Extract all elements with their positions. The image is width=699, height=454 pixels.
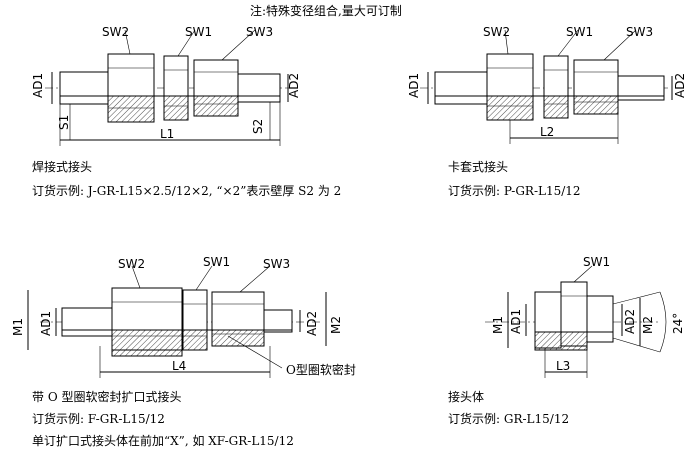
fig4-ad2-label: AD2 <box>623 309 637 334</box>
fig3-sw2-label: SW2 <box>118 257 145 271</box>
fig1-l1-label: L1 <box>160 127 174 141</box>
fig3-oring-flared-fitting-drawing: SW2 SW1 SW3 L4 O型圈软密封 M1 AD1 AD2 M2 <box>11 255 356 378</box>
fig3-ad1-label: AD1 <box>39 311 53 336</box>
fig4-angle-label: 24° <box>671 313 685 334</box>
fig1-sw3-label: SW3 <box>246 25 273 39</box>
fig1-welding-fitting-drawing: SW2 SW1 SW3 L1 AD1 AD2 S1 S2 <box>31 25 301 146</box>
fig1-sw1-label: SW1 <box>185 25 212 39</box>
fig1-ad1-label: AD1 <box>31 73 45 98</box>
fig3-title: 带 O 型圈软密封扩口式接头 <box>32 390 182 404</box>
fig2-sw1-label: SW1 <box>566 25 593 39</box>
fig3-m2-label: M2 <box>329 316 343 334</box>
fig3-m1-label: M1 <box>11 318 25 336</box>
fig4-l3-label: L3 <box>556 359 570 373</box>
fig3-l4-label: L4 <box>172 359 186 373</box>
header-note: 注:特殊变径组合,量大可订制 <box>250 4 402 18</box>
fig4-title: 接头体 <box>448 390 485 404</box>
fig3-note: 单订扩口式接头体在前加“X”, 如 XF-GR-L15/12 <box>32 434 294 448</box>
fig4-order-example: 订货示例: GR-L15/12 <box>448 412 570 426</box>
fig4-fitting-body-drawing: SW1 L3 M1 AD1 AD2 M2 24° <box>485 255 685 378</box>
fig2-title: 卡套式接头 <box>448 160 509 174</box>
fig3-oring-label: O型圈软密封 <box>286 362 356 377</box>
fig3-sw1-label: SW1 <box>203 255 230 269</box>
fig4-m1-label: M1 <box>491 316 505 334</box>
fig3-order-example: 订货示例: F-GR-L15/12 <box>32 412 165 426</box>
fig1-order-example: 订货示例: J-GR-L15×2.5/12×2, “×2”表示壁厚 S2 为 2 <box>32 184 342 198</box>
fig4-m2-label: M2 <box>641 316 655 334</box>
fig1-ad2-label: AD2 <box>287 73 301 98</box>
fig2-ad1-label: AD1 <box>407 73 421 98</box>
fig2-sw2-label: SW2 <box>483 25 510 39</box>
fig4-sw1-label: SW1 <box>583 255 610 269</box>
fig2-ferrule-fitting-drawing: SW2 SW1 SW3 L2 AD1 AD2 <box>407 25 687 144</box>
fig3-ad2-label: AD2 <box>305 311 319 336</box>
fig1-s1-label: S1 <box>57 115 71 130</box>
fig1-sw2-label: SW2 <box>102 25 129 39</box>
fig4-ad1-label: AD1 <box>509 309 523 334</box>
fig2-order-example: 订货示例: P-GR-L15/12 <box>448 184 581 198</box>
fig3-sw3-label: SW3 <box>263 257 290 271</box>
fig2-sw3-label: SW3 <box>626 25 653 39</box>
fig1-title: 焊接式接头 <box>32 160 93 174</box>
fig2-l2-label: L2 <box>540 125 554 139</box>
fig2-ad2-label: AD2 <box>673 73 687 98</box>
fig1-s2-label: S2 <box>251 119 265 134</box>
